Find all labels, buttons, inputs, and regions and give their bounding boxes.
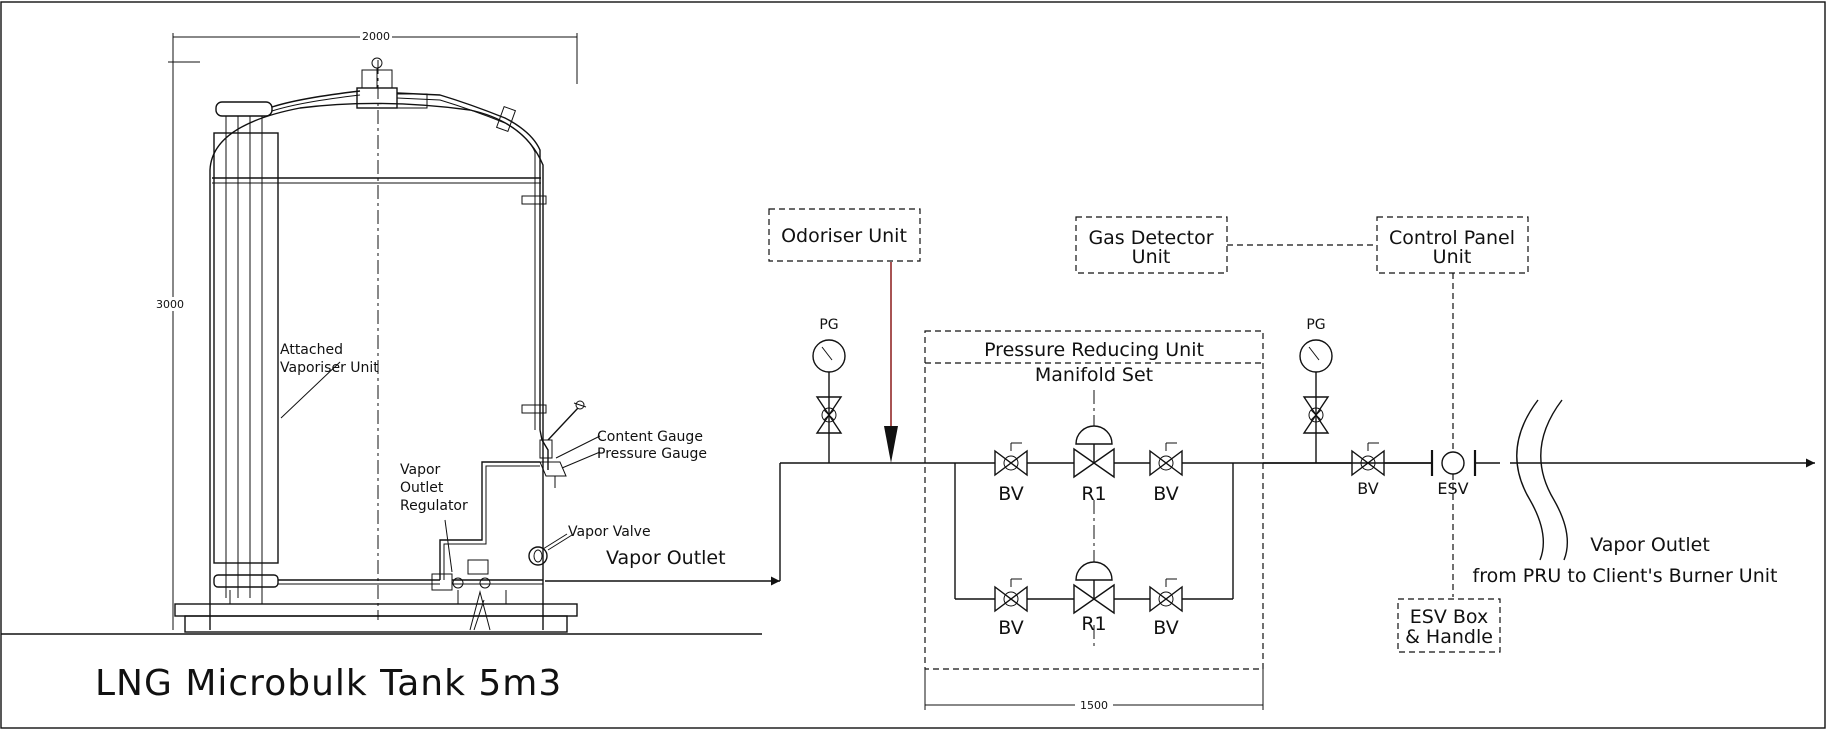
pru-bv-label-2: BV: [1153, 483, 1178, 505]
odoriser-unit-label: Odoriser Unit: [781, 225, 907, 247]
odoriser-injection-arrow: [884, 426, 898, 463]
vaporiser-label-line1: Attached: [280, 342, 343, 358]
pru-title-line1: Pressure Reducing Unit: [984, 339, 1204, 361]
pru-bv-label-3: BV: [998, 617, 1023, 639]
pru-r1-label-1: R1: [1081, 483, 1106, 505]
control-panel-label-line2: Unit: [1433, 246, 1472, 268]
tank-height-dim: 3000: [156, 298, 184, 311]
pru-bv-label-4: BV: [1153, 617, 1178, 639]
pru-manifold-box: [924, 330, 1264, 670]
pressure-gauge-label: Pressure Gauge: [597, 446, 707, 462]
esv-box: [1397, 598, 1501, 653]
pru-regulator-1: [1073, 390, 1115, 479]
pru-dim-label: 1500: [1080, 699, 1108, 712]
pru-ball-valve-1: [994, 442, 1028, 477]
pressure-gauge-1-label: PG: [819, 317, 838, 333]
downstream-bv-label: BV: [1357, 479, 1378, 498]
page-title: LNG Microbulk Tank 5m3: [95, 663, 562, 704]
gas-detector-label-line2: Unit: [1132, 246, 1171, 268]
pru-bv-label-1: BV: [998, 483, 1023, 505]
pru-ball-valve-2: [1149, 442, 1183, 477]
pru-dimension: [924, 669, 1264, 712]
pru-regulator-2: [1073, 500, 1115, 648]
pru-title-line2: Manifold Set: [1035, 364, 1153, 386]
pressure-gauge-1: [812, 339, 846, 463]
content-gauge-label: Content Gauge: [597, 429, 703, 445]
regulator-label-line1: Vapor: [400, 462, 441, 478]
pru-ball-valve-4: [1149, 578, 1183, 613]
vapor-valve-label: Vapor Valve: [568, 524, 651, 540]
esv-box-label-line2: & Handle: [1405, 626, 1493, 648]
gas-detector-label-line1: Gas Detector: [1088, 227, 1213, 249]
tank-vapor-outlet-label: Vapor Outlet: [606, 547, 726, 569]
outlet-label-line1: Vapor Outlet: [1590, 534, 1710, 556]
vaporiser-label-line2: Vaporiser Unit: [280, 360, 379, 376]
gas-detector-box: [1075, 216, 1228, 274]
esv-box-label-line1: ESV Box: [1410, 606, 1488, 628]
lng-tank: 2000 3000: [155, 29, 601, 633]
tank-width-dim: 2000: [362, 30, 390, 43]
outlet-label-line2: from PRU to Client's Burner Unit: [1473, 565, 1778, 587]
pru-ball-valve-3: [994, 578, 1028, 613]
regulator-label-line3: Regulator: [400, 498, 468, 514]
regulator-label-line2: Outlet: [400, 480, 444, 496]
pru-r1-label-2: R1: [1081, 613, 1106, 635]
pressure-gauge-2: [1299, 339, 1333, 463]
odoriser-unit-box: [768, 208, 921, 262]
pressure-gauge-2-label: PG: [1306, 317, 1325, 333]
downstream-ball-valve: [1263, 442, 1432, 477]
pru-piping: [954, 462, 1234, 600]
emergency-shutdown-valve: [1430, 450, 1477, 476]
control-panel-label-line1: Control Panel: [1389, 227, 1515, 249]
